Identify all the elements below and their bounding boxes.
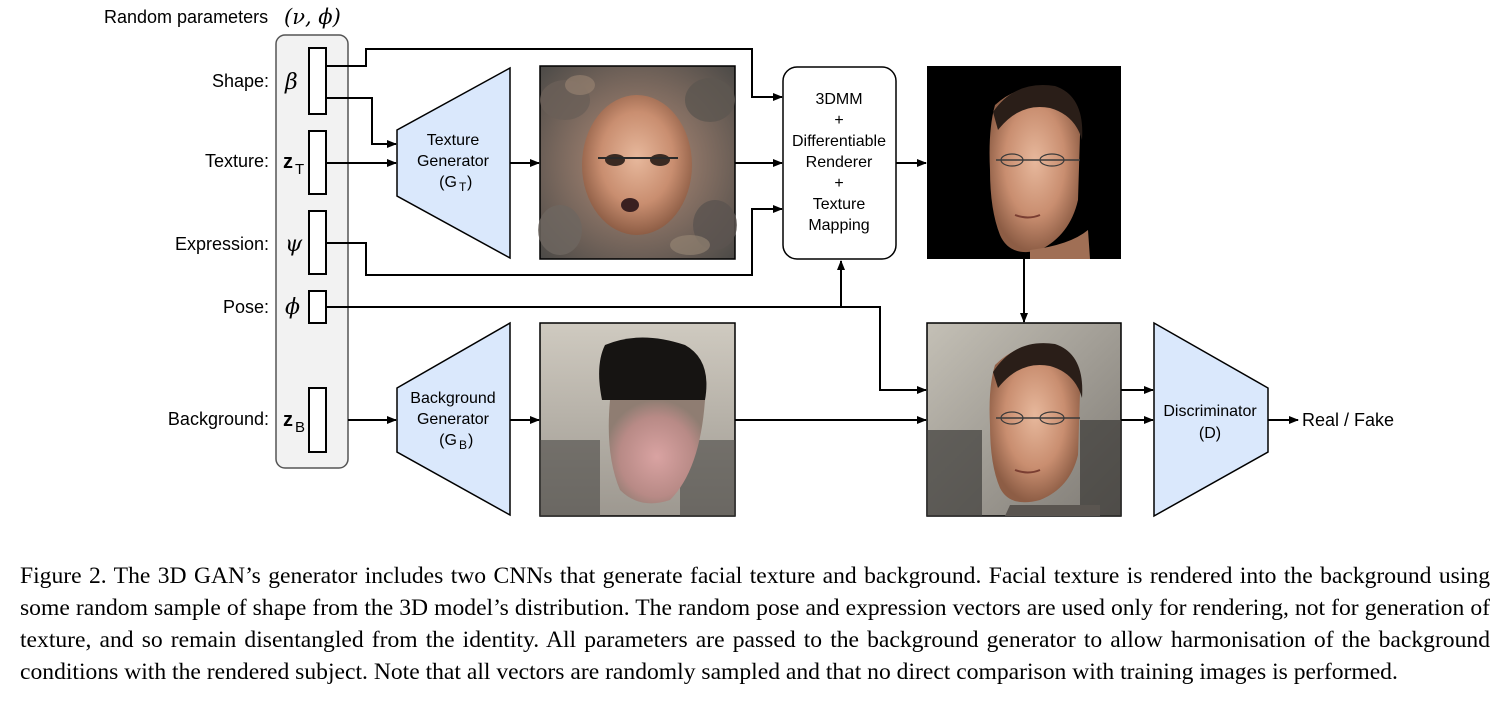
figure-caption: Figure 2. The 3D GAN’s generator include… (20, 563, 1490, 685)
output-label: Real / Fake (1302, 410, 1394, 430)
header-symbols: (ν, ϕ) (284, 5, 341, 29)
texture-generator-close: ) (467, 174, 472, 191)
renderer-line-4: Renderer (806, 154, 873, 171)
header-label: Random parameters (104, 7, 268, 27)
background-generator (396, 321, 511, 517)
rendered-face-image (927, 66, 1121, 259)
texture-generator (396, 66, 511, 260)
background-symbol: z (283, 409, 293, 431)
texture-vector (308, 130, 327, 195)
discriminator (1153, 321, 1269, 518)
renderer-line-5: + (834, 175, 843, 192)
generated-texture-image (538, 65, 737, 260)
discriminator-line1: Discriminator (1163, 403, 1257, 420)
pose-label: Pose: (223, 297, 269, 317)
shape-label: Shape: (212, 71, 269, 91)
shape-vector (308, 47, 327, 115)
background-vector (308, 387, 327, 453)
gan-architecture-diagram: Random parameters (ν, ϕ) Shape: β Textur… (104, 5, 1394, 518)
discriminator-line2: (D) (1199, 425, 1221, 442)
renderer-line-6: Texture (813, 196, 866, 213)
expression-to-renderer-arrow (326, 205, 783, 276)
pose-symbol: ϕ (285, 295, 300, 320)
background-generator-line3: (G (439, 432, 457, 449)
composite-image (926, 322, 1122, 517)
texture-symbol-subscript: T (295, 161, 304, 178)
texture-generator-subscript: T (459, 180, 467, 194)
texture-symbol: z (283, 151, 293, 173)
renderer-line-7: Mapping (808, 217, 869, 234)
generated-background-image (539, 322, 736, 517)
expression-label: Expression: (175, 234, 269, 254)
texture-generator-line3: (G (439, 174, 457, 191)
renderer-line-1: 3DMM (815, 91, 862, 108)
background-symbol-subscript: B (295, 419, 305, 436)
shape-to-texture-generator-arrow (326, 97, 397, 148)
renderer-line-3: Differentiable (792, 133, 886, 150)
expression-symbol: ψ (285, 232, 303, 257)
background-generator-line1: Background (410, 390, 495, 407)
background-label: Background: (168, 409, 269, 429)
background-generator-line2: Generator (417, 411, 490, 428)
renderer-line-2: + (834, 112, 843, 129)
pose-to-composite-arrow (326, 306, 927, 394)
expression-vector (308, 210, 327, 275)
background-generator-subscript: B (459, 438, 467, 452)
shape-symbol: β (284, 70, 298, 95)
shape-to-renderer-arrow (326, 48, 783, 101)
texture-generator-line2: Generator (417, 153, 490, 170)
texture-label: Texture: (205, 151, 269, 171)
pose-vector (308, 290, 327, 324)
background-generator-close: ) (468, 432, 473, 449)
texture-generator-line1: Texture (427, 132, 480, 149)
